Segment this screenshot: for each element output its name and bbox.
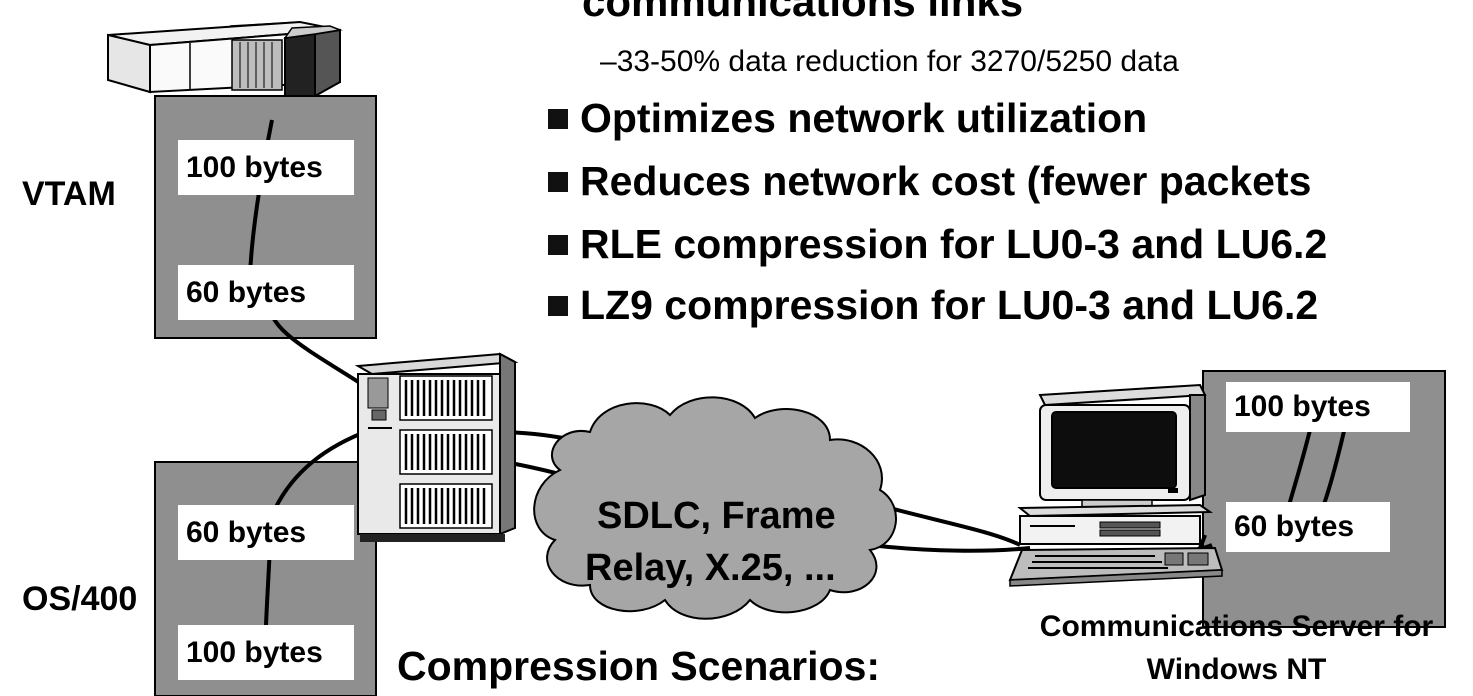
cloud-label-line2: Relay, X.25, ... — [585, 547, 836, 589]
bullet-item: RLE compression for LU0-3 and LU6.2 — [548, 221, 1327, 268]
controller-vents — [404, 380, 486, 524]
bullet-item: Optimizes network utilization — [548, 95, 1147, 142]
bullet-text: Optimizes network utilization — [580, 95, 1148, 141]
vtam-label: VTAM — [22, 175, 116, 213]
mainframe-icon — [107, 20, 343, 102]
sub-bullet: –33-50% data reduction for 3270/5250 dat… — [600, 45, 1179, 79]
vtam-bottom-bytes-box: 60 bytes — [178, 265, 354, 320]
header-title-fragment: communications links — [582, 0, 1024, 25]
dash-marker: – — [600, 45, 617, 78]
bullet-item: LZ9 compression for LU0-3 and LU6.2 — [548, 282, 1318, 329]
bullet-text: RLE compression for LU0-3 and LU6.2 — [580, 221, 1328, 267]
bullet-square-icon — [548, 171, 568, 192]
bullet-item: Reduces network cost (fewer packets — [548, 158, 1311, 205]
server-top-bytes-box: 100 bytes — [1226, 382, 1410, 432]
bullet-text: Reduces network cost (fewer packets — [580, 158, 1312, 204]
sub-bullet-text: 33-50% data reduction for 3270/5250 data — [616, 45, 1179, 78]
vtam-top-bytes-box: 100 bytes — [178, 140, 354, 195]
bullet-square-icon — [548, 234, 568, 255]
cloud-label-line1: SDLC, Frame — [597, 495, 836, 537]
bullet-square-icon — [548, 295, 568, 316]
server-caption-line1: Communications Server for — [1039, 610, 1434, 643]
network-cloud-label: SDLC, Frame Relay, X.25, ... — [585, 490, 836, 594]
os400-top-bytes-box: 60 bytes — [178, 505, 354, 560]
workstation-icon — [1008, 383, 1224, 587]
server-caption: Communications Server for Windows NT — [1000, 605, 1473, 691]
bullet-text: LZ9 compression for LU0-3 and LU6.2 — [580, 282, 1319, 328]
server-bottom-bytes-box: 60 bytes — [1226, 502, 1390, 552]
os400-label: OS/400 — [22, 580, 138, 618]
server-caption-line2: Windows NT — [1146, 653, 1327, 686]
network-cloud-icon — [533, 396, 897, 620]
os400-bottom-bytes-box: 100 bytes — [178, 625, 354, 680]
bullet-square-icon — [548, 108, 568, 129]
scenarios-title: Compression Scenarios: — [397, 643, 881, 689]
